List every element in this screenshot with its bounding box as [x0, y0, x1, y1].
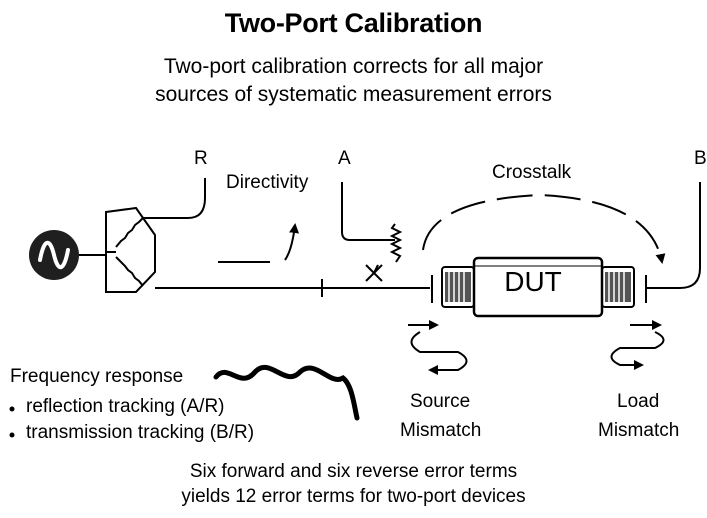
directivity-label: Directivity — [226, 172, 309, 193]
frequency-response-squiggle — [213, 364, 360, 421]
bullet-icon — [9, 406, 15, 412]
page-title: Two-Port Calibration — [224, 8, 483, 38]
signal-source-icon — [29, 230, 79, 280]
load-mismatch-label-2: Mismatch — [598, 420, 680, 441]
load-mismatch-label-1: Load — [617, 391, 660, 412]
a-receiver-line — [341, 182, 395, 241]
source-mismatch-arrows — [408, 320, 468, 375]
subtitle-line-1: Two-port calibration corrects for all ma… — [163, 55, 544, 78]
reflection-tracking-item: reflection tracking (A/R) — [26, 396, 225, 417]
r-label: R — [194, 148, 208, 169]
b-receiver-line — [646, 182, 701, 289]
source-mismatch-label-1: Source — [410, 391, 471, 412]
isolation-cross-icon — [365, 264, 383, 282]
power-splitter-icon — [105, 206, 156, 293]
bullet-icon — [9, 432, 15, 438]
footer-line-2: yields 12 error terms for two-port devic… — [181, 486, 526, 507]
footer-line-1: Six forward and six reverse error terms — [189, 461, 518, 482]
transmission-tracking-item: transmission tracking (B/R) — [26, 422, 255, 443]
r-receiver-line — [143, 178, 206, 219]
crosstalk-label: Crosstalk — [492, 162, 572, 183]
source-mismatch-label-2: Mismatch — [400, 420, 482, 441]
b-label: B — [694, 148, 707, 169]
subtitle-line-2: sources of systematic measurement errors — [155, 83, 552, 106]
dut-label: DUT — [504, 266, 562, 297]
dut-box — [472, 256, 604, 318]
dut-right-connector-icon — [601, 266, 635, 308]
a-coupler-resistor — [389, 223, 403, 263]
load-mismatch-arrows — [610, 320, 665, 370]
crosstalk-arc — [422, 193, 666, 264]
dut-left-connector-icon — [441, 266, 475, 308]
frequency-response-heading: Frequency response — [10, 366, 184, 387]
directivity-arrow — [284, 223, 300, 261]
a-label: A — [338, 148, 351, 169]
